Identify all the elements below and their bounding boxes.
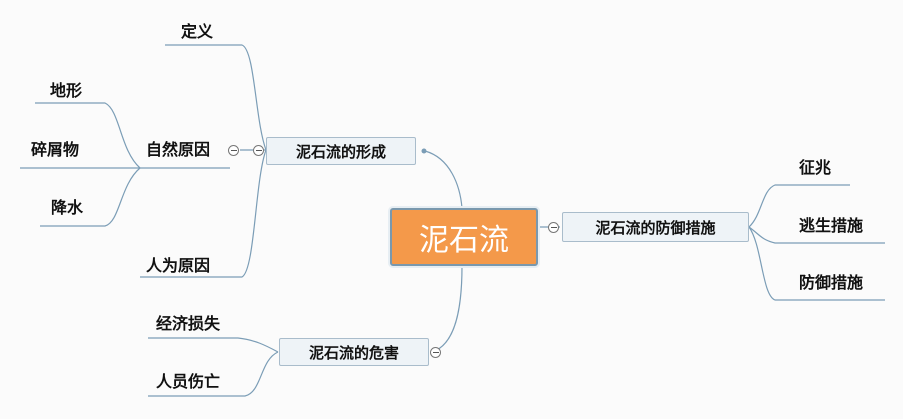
branch-harm[interactable]: 泥石流的危害 bbox=[279, 338, 429, 366]
node-escape-measures-label: 逃生措施 bbox=[799, 216, 864, 235]
node-casualties-label: 人员伤亡 bbox=[156, 372, 221, 391]
connector-natural-terrain bbox=[35, 102, 141, 169]
node-human-label: 人为原因 bbox=[146, 256, 211, 275]
node-definition-label: 定义 bbox=[181, 22, 214, 41]
node-terrain[interactable]: 地形 bbox=[50, 81, 82, 101]
connector-defense-escape bbox=[748, 226, 885, 244]
node-terrain-label: 地形 bbox=[50, 81, 83, 100]
connector-natural-precip bbox=[40, 167, 141, 227]
node-warning-signs-label: 征兆 bbox=[799, 158, 832, 177]
connector-harm-econ bbox=[148, 337, 279, 353]
collapse-natural-icon[interactable] bbox=[228, 145, 239, 156]
node-defense-measures[interactable]: 防御措施 bbox=[799, 273, 863, 293]
node-casualties[interactable]: 人员伤亡 bbox=[156, 372, 220, 392]
node-natural[interactable]: 自然原因 bbox=[146, 140, 210, 160]
connector-root-formation bbox=[424, 150, 463, 209]
node-debris[interactable]: 碎屑物 bbox=[31, 140, 79, 160]
root-label: 泥石流 bbox=[419, 223, 509, 258]
root-node[interactable]: 泥石流 bbox=[390, 208, 538, 266]
connector-defense-measures bbox=[748, 226, 885, 301]
connector-defense-sign bbox=[748, 184, 850, 228]
connector-dot bbox=[421, 148, 427, 154]
collapse-defense-icon[interactable] bbox=[548, 222, 559, 233]
collapse-harm-icon[interactable] bbox=[430, 347, 441, 358]
node-natural-label: 自然原因 bbox=[146, 140, 211, 159]
branch-formation[interactable]: 泥石流的形成 bbox=[266, 137, 416, 165]
branch-formation-label: 泥石流的形成 bbox=[295, 142, 386, 161]
node-precipitation-label: 降水 bbox=[51, 198, 84, 217]
collapse-formation-icon[interactable] bbox=[253, 145, 264, 156]
node-economic-loss[interactable]: 经济损失 bbox=[156, 314, 220, 334]
node-definition[interactable]: 定义 bbox=[181, 22, 213, 42]
node-precipitation[interactable]: 降水 bbox=[51, 198, 83, 218]
connector-formation-human bbox=[140, 149, 267, 278]
branch-harm-label: 泥石流的危害 bbox=[308, 343, 399, 362]
connector-root-harm bbox=[431, 265, 463, 353]
node-escape-measures[interactable]: 逃生措施 bbox=[799, 216, 863, 236]
node-human[interactable]: 人为原因 bbox=[146, 256, 210, 276]
connector-harm-casualty bbox=[148, 351, 279, 397]
branch-defense[interactable]: 泥石流的防御措施 bbox=[562, 212, 749, 242]
node-defense-measures-label: 防御措施 bbox=[799, 273, 864, 292]
node-debris-label: 碎屑物 bbox=[31, 140, 80, 159]
connector-formation-definition bbox=[165, 44, 267, 151]
node-warning-signs[interactable]: 征兆 bbox=[799, 158, 831, 178]
node-economic-loss-label: 经济损失 bbox=[156, 314, 221, 333]
branch-defense-label: 泥石流的防御措施 bbox=[595, 218, 716, 237]
